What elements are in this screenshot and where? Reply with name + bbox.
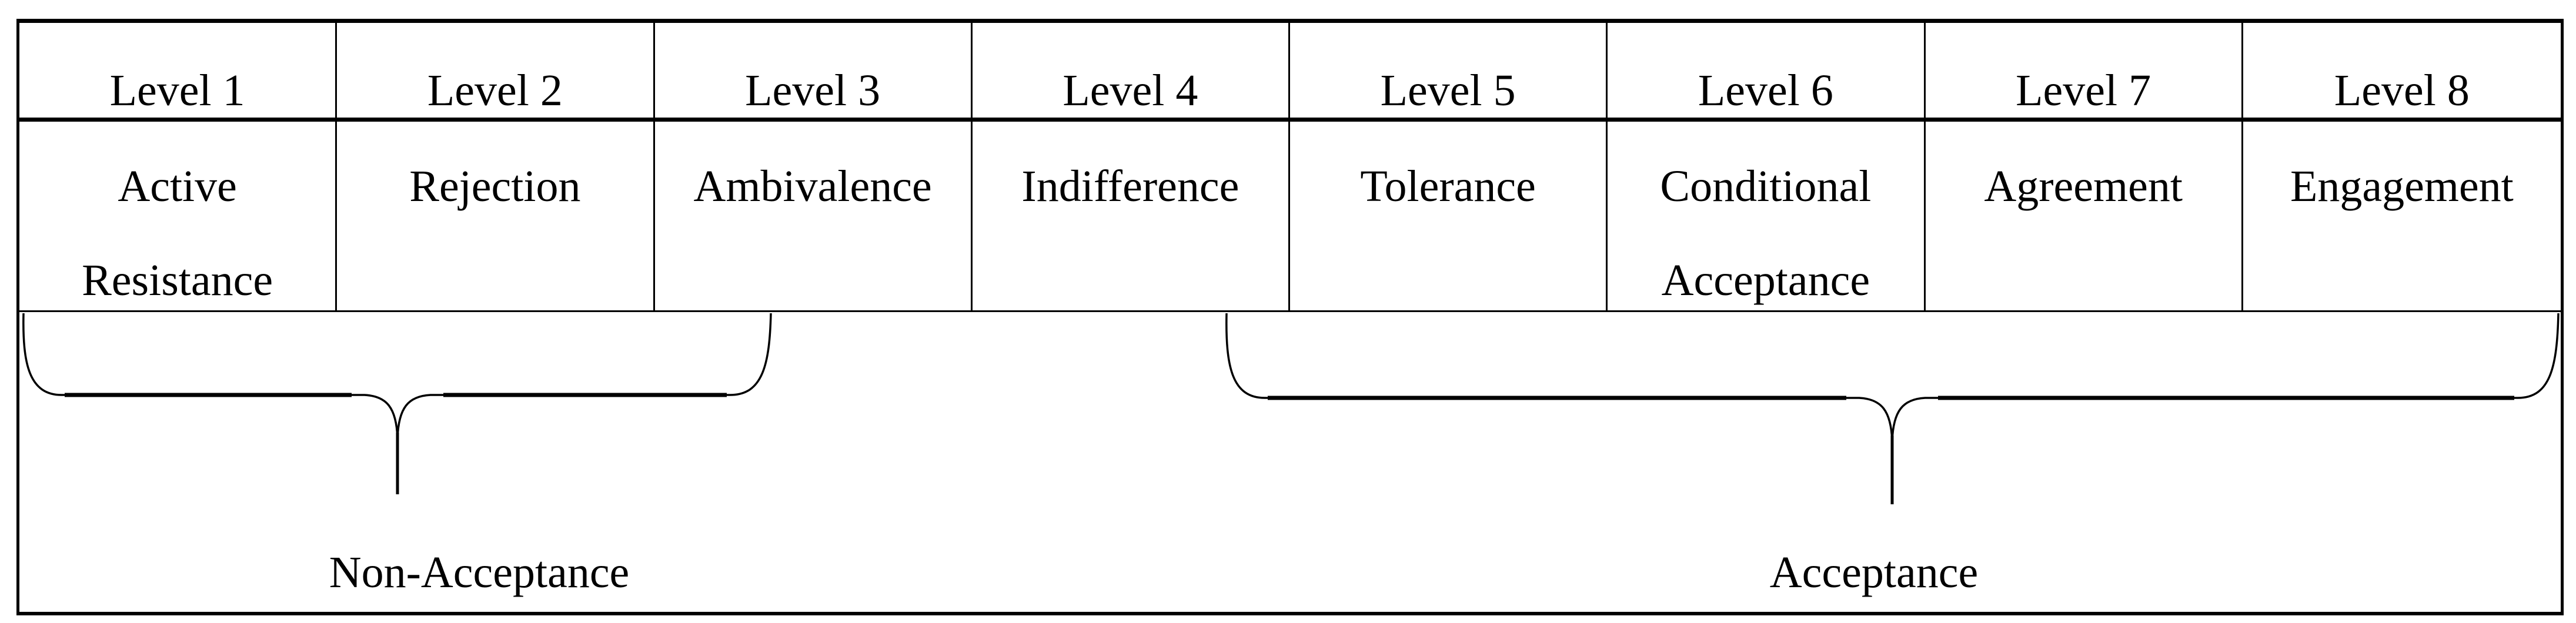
level-name-2: Rejection [337,122,655,312]
level-header-2: Level 2 [337,23,655,122]
level-name-6: Conditional Acceptance [1608,122,1926,312]
level-header-3: Level 3 [654,23,973,122]
level-name-7: Agreement [1925,122,2243,312]
level-name-8: Engagement [2243,122,2561,312]
level-header-4: Level 4 [972,23,1290,122]
level-header-7: Level 7 [1925,23,2243,122]
level-header-6: Level 6 [1608,23,1926,122]
level-name-4: Indifference [972,122,1290,312]
non-acceptance-label: Non-Acceptance [329,548,630,597]
level-table: Level 1 Level 2 Level 3 Level 4 Level 5 … [19,23,2561,312]
acceptance-spectrum-figure: Level 1 Level 2 Level 3 Level 4 Level 5 … [16,19,2564,615]
acceptance-label: Acceptance [1769,548,1979,597]
level-name-3: Ambivalence [654,122,973,312]
level-header-1: Level 1 [19,23,338,122]
level-header-8: Level 8 [2243,23,2561,122]
level-name-5: Tolerance [1290,122,1608,312]
level-header-5: Level 5 [1290,23,1608,122]
level-name-1: Active Resistance [19,122,338,312]
